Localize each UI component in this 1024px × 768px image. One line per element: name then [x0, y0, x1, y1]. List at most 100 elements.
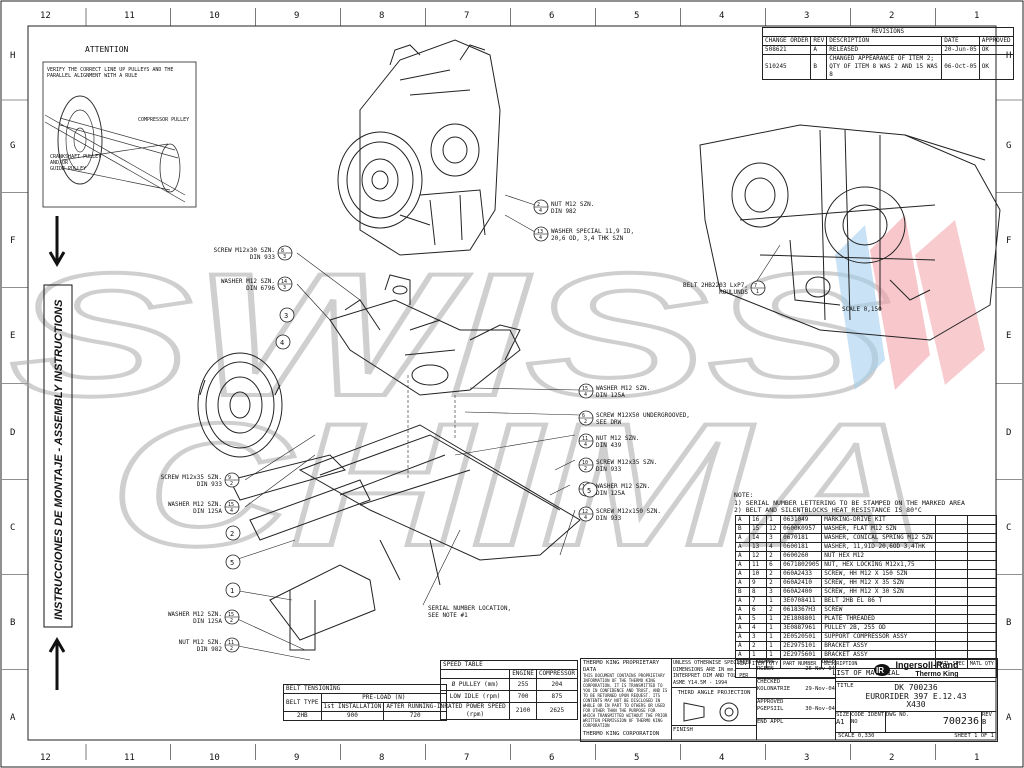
svg-text:4: 4 — [584, 515, 587, 521]
row-marker: C — [10, 523, 15, 533]
callout-10: 124 SCREW M12x150 SZN.DIN 933 — [578, 506, 661, 522]
svg-text:2: 2 — [230, 530, 234, 538]
svg-text:AND/OR: AND/OR — [50, 160, 69, 166]
column-marker: 4 — [719, 753, 724, 763]
column-marker: 6 — [549, 11, 554, 21]
svg-text:PARALLEL ALIGNMENT WITH A RULE: PARALLEL ALIGNMENT WITH A RULE — [47, 73, 137, 79]
svg-text:SCREW M12x35 SZN.: SCREW M12x35 SZN. — [596, 459, 657, 466]
svg-text:COMPRESSOR PULLEY: COMPRESSOR PULLEY — [138, 117, 189, 123]
installation-view-drawing — [699, 124, 1001, 341]
row-marker: B — [1006, 618, 1011, 628]
column-marker: 10 — [209, 11, 220, 21]
svg-text:WASHER M12 SZN.: WASHER M12 SZN. — [596, 483, 650, 490]
svg-text:DIN 933: DIN 933 — [596, 466, 622, 473]
row-marker: E — [10, 331, 15, 341]
svg-text:13: 13 — [537, 229, 543, 235]
svg-text:12: 12 — [582, 509, 588, 515]
svg-text:WASHER M12 SZN.: WASHER M12 SZN. — [168, 501, 222, 508]
serial-note-line2: SEE NOTE #1 — [428, 612, 468, 619]
svg-text:3: 3 — [284, 312, 288, 320]
svg-text:20,6 OD, 3,4 THK SZN: 20,6 OD, 3,4 THK SZN — [551, 235, 624, 242]
drawing-title-2: EURORIDER 397 E.12.43 — [865, 691, 967, 701]
projection-symbol-icon — [683, 701, 739, 722]
svg-text:SEE DRW: SEE DRW — [596, 419, 622, 426]
svg-text:2: 2 — [230, 481, 233, 487]
column-marker: 8 — [379, 753, 384, 763]
notes: NOTE: 1) SERIAL NUMBER LETTERING TO BE S… — [734, 491, 965, 514]
svg-text:NUT M12 SZN.: NUT M12 SZN. — [596, 435, 639, 442]
svg-text:11: 11 — [582, 436, 588, 442]
svg-text:BELT 2HB2203 LxP7,: BELT 2HB2203 LxP7, — [683, 282, 748, 289]
svg-text:SCREW M12x150 SZN.: SCREW M12x150 SZN. — [596, 508, 661, 515]
callout-7: 114 NUT M12 SZN.DIN 439 — [578, 433, 639, 449]
svg-text:VERIFY THE CORRECT LINE UP PUL: VERIFY THE CORRECT LINE UP PULLEYS AND T… — [47, 67, 173, 73]
svg-text:4: 4 — [584, 392, 587, 398]
svg-text:DIN 933: DIN 933 — [197, 481, 223, 488]
svg-text:NUT M12 SZN.: NUT M12 SZN. — [179, 639, 222, 646]
row-marker: C — [1006, 523, 1011, 533]
row-marker: F — [1006, 236, 1011, 246]
svg-text:5: 5 — [587, 487, 591, 495]
svg-text:WASHER SPECIAL 11,9 ID,: WASHER SPECIAL 11,9 ID, — [551, 228, 634, 235]
svg-text:8: 8 — [281, 248, 284, 254]
column-marker: 6 — [549, 753, 554, 763]
drawing-title-1: DK 700236 — [894, 683, 938, 692]
serial-note-line1: SERIAL NUMBER LOCATION, — [428, 605, 511, 612]
svg-text:4: 4 — [230, 508, 233, 514]
svg-text:4: 4 — [539, 235, 542, 241]
title-block: THERMO KING PROPRIETARY DATA THIS DOCUME… — [580, 658, 998, 742]
ir-logo-icon: IR — [874, 664, 891, 676]
svg-text:2: 2 — [537, 202, 540, 208]
svg-text:4: 4 — [584, 442, 587, 448]
svg-text:DIN 439: DIN 439 — [596, 442, 622, 449]
column-marker: 12 — [40, 11, 51, 21]
attention-panel: ATTENTION VERIFY THE CORRECT LINE UP PUL… — [42, 45, 197, 208]
column-marker: 11 — [124, 753, 135, 763]
column-marker: 9 — [294, 753, 299, 763]
svg-text:WASHER M12 SZN.: WASHER M12 SZN. — [221, 278, 275, 285]
side-title: INSTRUCCIONES DE MONTAJE - ASSEMBLY INST… — [43, 216, 73, 690]
callout-1: 134 WASHER SPECIAL 11,9 ID,20,6 OD, 3,4 T… — [533, 226, 634, 242]
svg-text:1: 1 — [756, 289, 759, 295]
svg-text:SCREW M12x35 SZN.: SCREW M12x35 SZN. — [161, 474, 222, 481]
callout-11: 92 SCREW M12x35 SZN.DIN 933 — [161, 472, 240, 488]
compressor-drawing — [337, 39, 501, 256]
row-marker: E — [1006, 331, 1011, 341]
svg-text:14: 14 — [281, 279, 287, 285]
column-marker: 5 — [634, 753, 639, 763]
svg-text:7: 7 — [754, 283, 757, 289]
svg-text:DIN 933: DIN 933 — [596, 515, 622, 522]
column-marker: 2 — [889, 753, 894, 763]
column-marker: 10 — [209, 753, 220, 763]
svg-text:4: 4 — [539, 208, 542, 214]
column-marker: 8 — [379, 11, 384, 21]
svg-text:DIN 125A: DIN 125A — [193, 508, 222, 515]
svg-text:3: 3 — [283, 254, 286, 260]
attention-title: ATTENTION — [85, 45, 129, 54]
svg-text:WASHER M12 SZN.: WASHER M12 SZN. — [168, 611, 222, 618]
row-marker: D — [10, 428, 15, 438]
svg-text:DIN 125A: DIN 125A — [193, 618, 222, 625]
svg-text:9: 9 — [228, 475, 231, 481]
engine-pulley-drawing — [197, 352, 283, 458]
